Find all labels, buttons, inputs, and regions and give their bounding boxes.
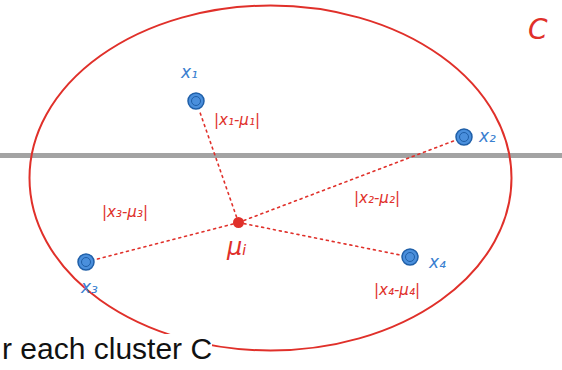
- divider-bar: [0, 153, 562, 158]
- cluster-ring: [30, 6, 512, 351]
- data-point-shape: [77, 253, 95, 271]
- cluster-name: C: [528, 16, 548, 44]
- centroid-dot: [233, 217, 244, 228]
- data-point: x₃: [77, 253, 95, 271]
- data-point: x₁: [187, 92, 205, 110]
- data-point: x₄: [401, 248, 419, 266]
- point-label: x₄: [429, 254, 446, 271]
- distance-line: [244, 224, 401, 256]
- point-ring: [460, 133, 469, 142]
- distance-line: [95, 224, 233, 260]
- point-dot: [402, 249, 418, 265]
- data-point-shape: [187, 92, 205, 110]
- distance-line: [244, 140, 455, 220]
- data-point: x₂: [455, 128, 473, 146]
- centroid-point-shape: [233, 217, 244, 228]
- point-label: x₁: [181, 64, 198, 81]
- point-label: x₃: [81, 279, 98, 296]
- point-ring: [406, 253, 415, 262]
- point-ring: [192, 97, 201, 106]
- point-dot: [188, 93, 204, 109]
- distance-label: |x₂-μ₂|: [352, 190, 402, 207]
- distance-label: |x₁-μ₁|: [212, 112, 262, 129]
- point-ring: [82, 258, 91, 267]
- point-label: x₂: [479, 128, 496, 145]
- cluster-outline: x₁x₂μᵢx₃x₄C: [28, 4, 513, 352]
- distance-line: [199, 110, 236, 217]
- data-point-shape: [401, 248, 419, 266]
- point-dot: [78, 254, 94, 270]
- point-dot: [456, 129, 472, 145]
- cluster-outline-shape: [28, 4, 513, 352]
- distance-label: |x₃-μ₃|: [100, 204, 150, 221]
- data-point-shape: [455, 128, 473, 146]
- centroid-label: μᵢ: [227, 235, 247, 259]
- centroid-point: μᵢ: [233, 217, 244, 228]
- distance-label: |x₄-μ₄|: [372, 282, 422, 299]
